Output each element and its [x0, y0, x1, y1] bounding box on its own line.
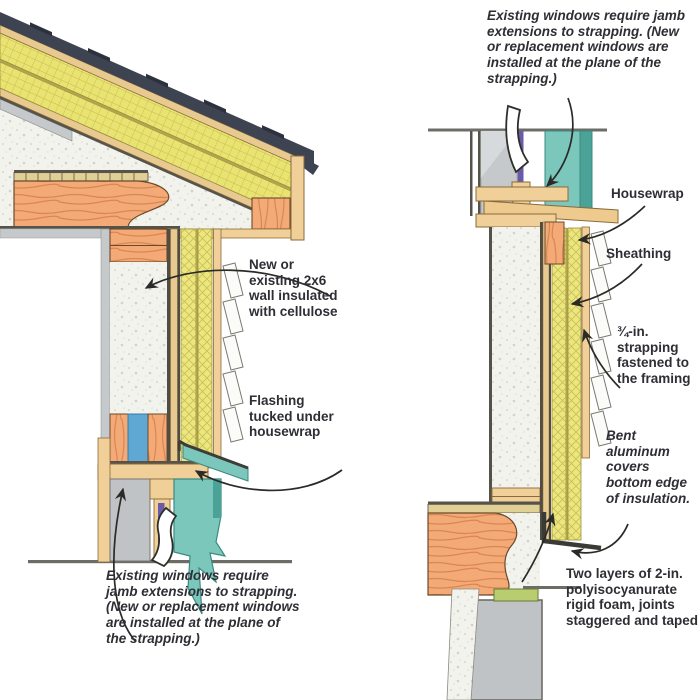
pointer-shape-top-right	[505, 104, 530, 174]
ceiling-line	[0, 226, 180, 229]
arrow-to-strapping	[582, 328, 621, 389]
wall-strapping	[213, 228, 222, 461]
floor-and-foundation	[427, 501, 581, 700]
wall-foam-layer-2	[197, 228, 213, 469]
roof-assembly	[0, 12, 319, 232]
head-casing	[97, 463, 209, 480]
arrow-to-existing-window-left	[113, 487, 137, 643]
window-sash	[544, 130, 581, 215]
subfloor	[427, 503, 541, 514]
rigid-foam-layer-1	[551, 227, 567, 541]
arrow-to-foam-layers	[521, 512, 556, 583]
window-frame-edge	[213, 479, 221, 518]
sill-stool	[475, 186, 569, 202]
shingle-tabs	[30, 22, 284, 140]
wall-sheathing	[167, 229, 171, 468]
header-wood-right	[147, 413, 168, 465]
label-housewrap: Housewrap	[611, 186, 684, 201]
label-sheathing: Sheathing	[606, 246, 672, 261]
clapboard-siding-right	[590, 230, 612, 447]
arrow-to-cellulose	[144, 269, 331, 297]
sill-blocking	[544, 221, 565, 265]
arrow-to-flashing	[194, 469, 343, 492]
label-flashing: Flashing tucked under housewrap	[249, 393, 334, 440]
label-bent-aluminum: Bent aluminum covers bottom edge of insu…	[606, 428, 690, 506]
header-foam-blue	[127, 413, 149, 465]
cellulose-foundation	[446, 588, 480, 700]
arrow-to-sheathing	[570, 263, 643, 308]
drip-edge	[300, 156, 319, 175]
arrow-to-window-right	[545, 97, 574, 188]
fascia-board	[290, 155, 305, 241]
roof-foam-divider	[0, 59, 300, 195]
eave-blocking	[251, 197, 291, 230]
clapboard-siding	[222, 262, 244, 443]
foundation-wall	[469, 599, 543, 700]
wall-sheathing-right	[540, 222, 543, 540]
arrow-to-bent-aluminum	[570, 523, 629, 560]
attic-floorboards	[13, 172, 149, 182]
note-existing-windows-top: Existing windows require jamb extensions…	[487, 8, 686, 86]
label-two-layers-foam: Two layers of 2-in. polyisocyanurate rig…	[566, 566, 699, 628]
sill-board	[483, 200, 619, 224]
sill-seal	[493, 588, 539, 602]
attic-floor	[13, 170, 170, 229]
ceiling-finish	[0, 228, 113, 239]
interior-finish	[100, 228, 111, 456]
floor-joist	[13, 180, 170, 229]
existing-window-frame	[109, 478, 151, 562]
foundation-line	[523, 586, 581, 589]
interior-window-trim	[97, 437, 111, 563]
wall-foam-divider	[196, 229, 198, 468]
rigid-foam-divider	[566, 228, 568, 540]
window-frame-edge-right	[579, 130, 593, 217]
wall-foam-layer-1	[180, 228, 197, 469]
rigid-foam-layer-2	[567, 227, 582, 541]
floor-joist-right	[427, 512, 518, 596]
roof-shingles	[0, 12, 314, 164]
header-wood-left	[109, 413, 129, 465]
roof-interior-finish	[0, 98, 73, 142]
head-flashing-bend	[177, 439, 249, 470]
label-wall-insulation: New or existing 2x6 wall insulated with …	[249, 257, 338, 319]
roof-underside-line	[0, 96, 300, 232]
cellulose-wall-bay-right	[492, 227, 540, 490]
arrow-to-housewrap	[577, 205, 646, 245]
window-sill-assembly	[475, 186, 619, 228]
interior-line-right	[489, 227, 492, 505]
label-strapping: ¾-in. strapping fastened to the framing	[617, 324, 691, 386]
wall-section-right	[489, 221, 612, 551]
annotation-arrows	[113, 97, 646, 643]
jamb-extension	[149, 478, 175, 500]
wall-section-left	[100, 228, 244, 469]
note-existing-windows-bottom: Existing windows require jamb extensions…	[106, 568, 300, 646]
cellulose-wall-bay	[110, 262, 167, 414]
pointer-shape-bottom-left	[150, 506, 178, 568]
